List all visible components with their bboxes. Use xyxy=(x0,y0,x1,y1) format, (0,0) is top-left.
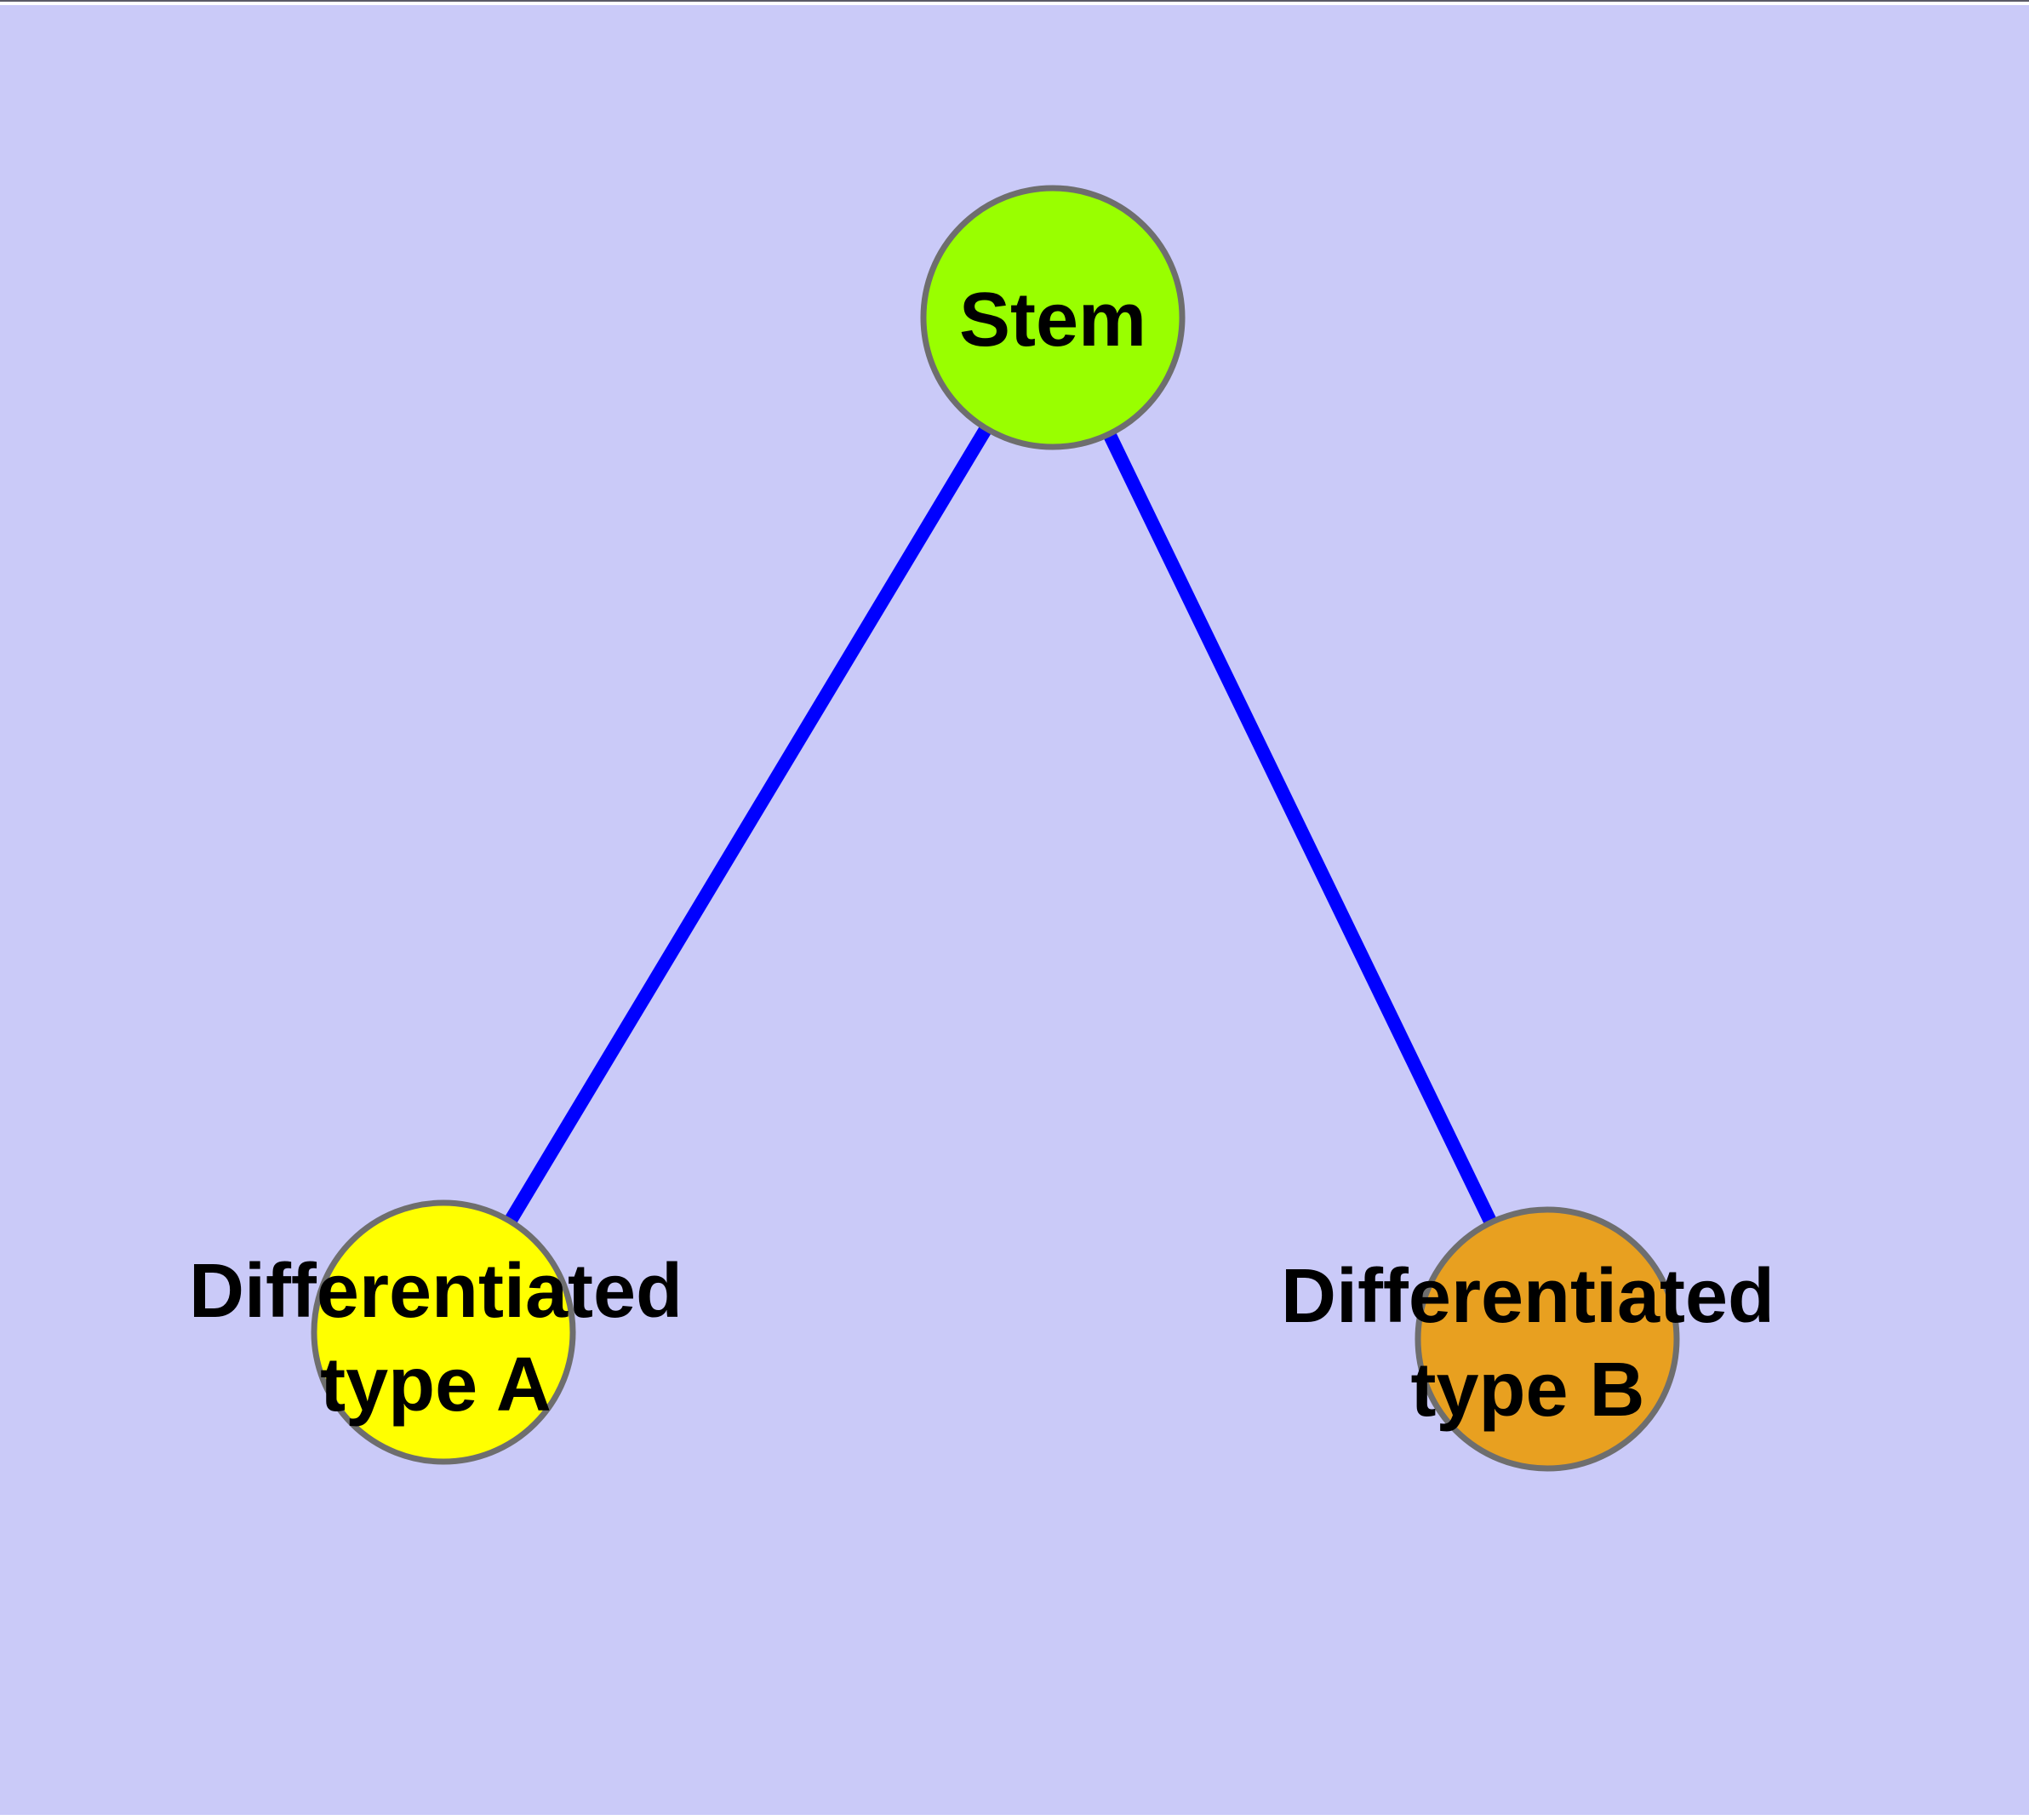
node-differentiated-type-a xyxy=(311,1199,576,1465)
node-differentiated-type-b xyxy=(1415,1206,1680,1472)
edge-stem-to-differentiated-type-b xyxy=(1046,314,1554,1342)
edge-stem-to-differentiated-type-a xyxy=(437,313,1059,1336)
top-window-border xyxy=(0,0,2029,2)
node-differentiated-type-b-label-line2: type B xyxy=(1410,1348,1644,1433)
node-stem xyxy=(920,185,1186,450)
node-differentiated-type-b-label-line1: Differentiated xyxy=(1281,1254,1775,1339)
node-differentiated-type-a-label-line2: type A xyxy=(320,1342,552,1428)
node-differentiated-type-a-label-line1: Differentiated xyxy=(189,1249,683,1334)
node-stem-label: Stem xyxy=(959,278,1146,363)
